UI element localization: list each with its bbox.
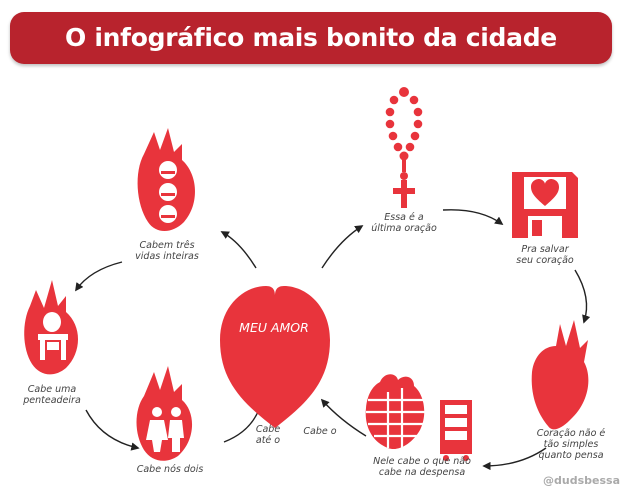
center-heart-icon bbox=[220, 286, 330, 428]
arrow-center-to-lives bbox=[220, 231, 257, 269]
arrow-pantry-to-center bbox=[320, 398, 367, 437]
arrow-vanity-to-kids bbox=[85, 409, 140, 451]
title-banner: O infográfico mais bonito da cidade bbox=[10, 12, 612, 64]
shelf-icon bbox=[440, 400, 472, 461]
connector-label-cabe-o: Cabe o bbox=[303, 426, 337, 437]
center-label: MEU AMOR bbox=[239, 320, 309, 335]
page-title: O infográfico mais bonito da cidade bbox=[65, 23, 557, 52]
heart-with-vanity-icon bbox=[24, 280, 78, 375]
heart-with-kids-icon bbox=[136, 366, 193, 461]
arrow-center-to-rosary bbox=[321, 225, 364, 269]
arrow-rosary-to-floppy bbox=[442, 209, 504, 225]
arrow-heart-to-pantry bbox=[482, 447, 547, 471]
author-credit: @dudsbessa bbox=[543, 474, 620, 487]
anatomical-heart-icon bbox=[531, 320, 589, 430]
cycle-arrows bbox=[75, 209, 591, 471]
rosary-icon bbox=[385, 87, 423, 208]
heart-with-three-lives-icon bbox=[137, 128, 196, 231]
node-label-two-kids: Cabe nós dois bbox=[136, 464, 204, 475]
caged-heart-icon bbox=[365, 374, 426, 450]
floppy-disk-icon bbox=[512, 172, 578, 238]
arrow-lives-to-vanity bbox=[75, 261, 123, 292]
arrow-floppy-to-heart bbox=[574, 269, 591, 324]
